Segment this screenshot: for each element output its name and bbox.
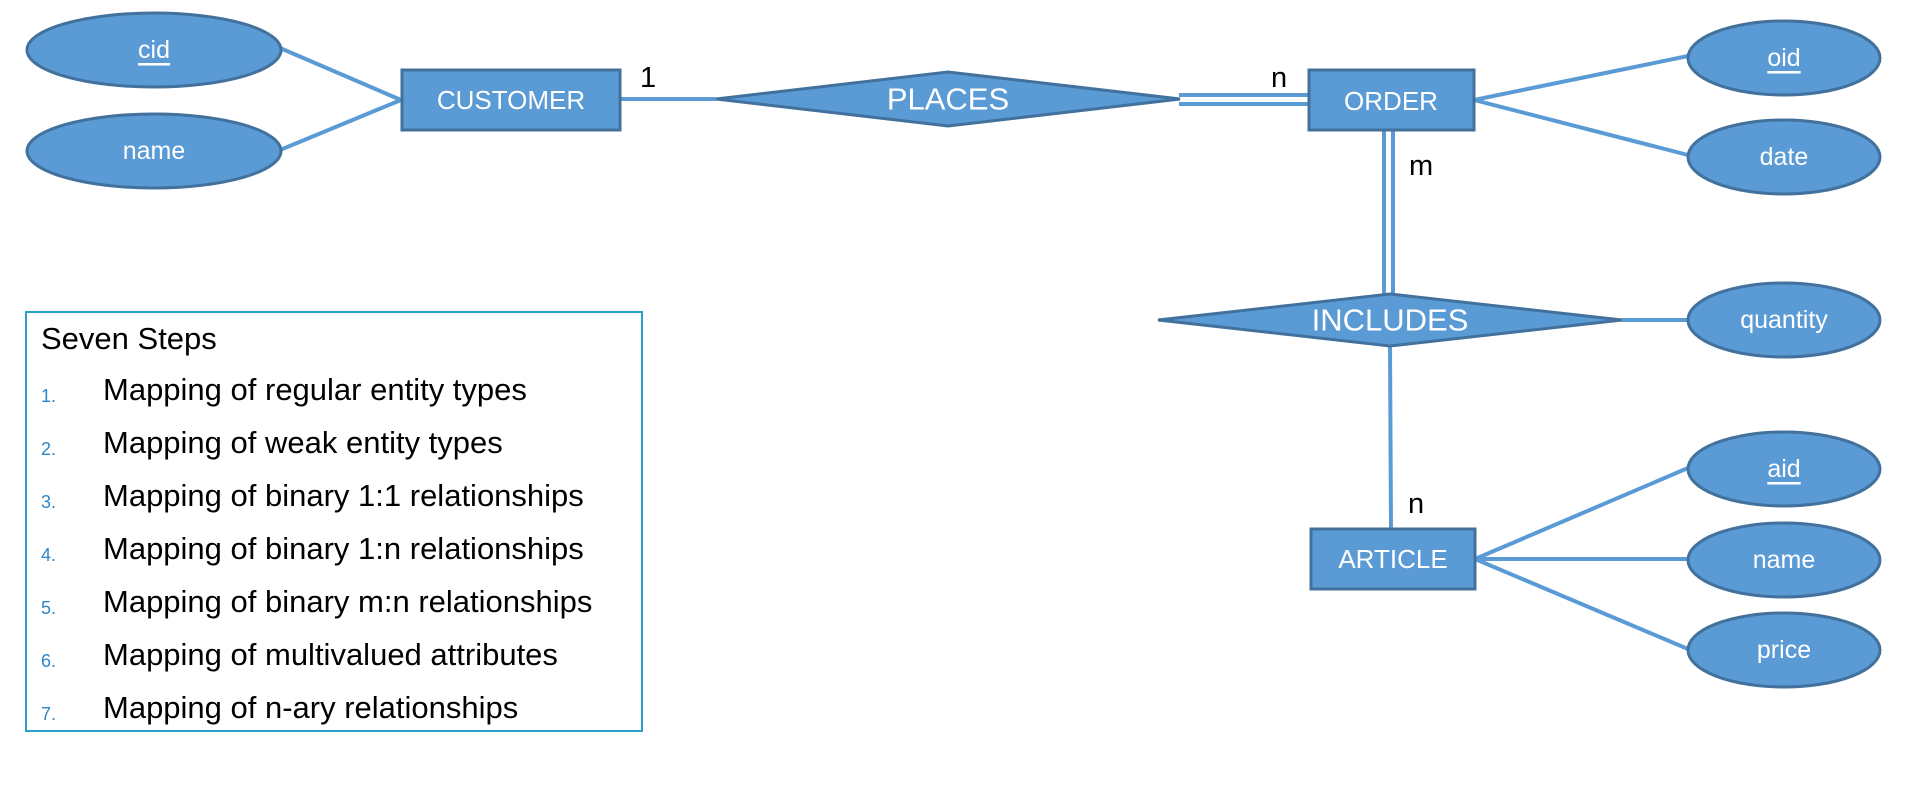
cardinality-order-includes: m (1409, 150, 1433, 182)
entity-article-label: ARTICLE (1338, 544, 1447, 574)
attr-date-label: date (1760, 143, 1809, 171)
step-number: 1. (41, 386, 57, 406)
cardinality-customer-places: 1 (640, 62, 656, 94)
entity-order-box (1307, 68, 1476, 132)
attr-customer-name-ellipse (25, 112, 283, 190)
attr-article-name-ellipse (1686, 521, 1882, 599)
step-number: 2. (41, 439, 57, 459)
attr-oid-label: oid (1767, 44, 1800, 72)
seven-steps-box: Seven Steps 1. Mapping of regular entity… (25, 311, 643, 732)
step-text: Mapping of multivalued attributes (103, 637, 558, 672)
attr-oid-ellipse (1686, 19, 1882, 97)
step-text: Mapping of binary 1:1 relationships (103, 478, 584, 513)
entity-customer-label: CUSTOMER (437, 85, 585, 115)
connector-cid-customer (279, 46, 402, 102)
connector-order-date (1473, 98, 1689, 157)
step-number: 3. (41, 492, 57, 512)
cardinality-article-includes: n (1408, 488, 1424, 520)
connector-article-aid (1474, 466, 1689, 561)
relationship-places-label: PLACES (887, 82, 1009, 117)
step-text: Mapping of n-ary relationships (103, 690, 519, 725)
attr-cid-ellipse (25, 11, 283, 89)
attr-price-ellipse (1686, 611, 1882, 689)
attr-aid-ellipse (1686, 430, 1882, 508)
attr-quantity-ellipse (1686, 281, 1882, 359)
attr-cid-label: cid (138, 36, 170, 64)
connector-order-oid (1473, 54, 1689, 102)
step-number: 6. (41, 651, 57, 671)
step-text: Mapping of binary 1:n relationships (103, 531, 584, 566)
step-number: 4. (41, 545, 57, 565)
entity-order-label: ORDER (1344, 86, 1438, 116)
relationship-includes-label: INCLUDES (1312, 303, 1469, 338)
connector-includes-article (1388, 345, 1393, 529)
step-text: Mapping of binary m:n relationships (103, 584, 593, 619)
relationship-includes-diamond (1157, 292, 1623, 348)
attr-quantity-label: quantity (1740, 306, 1828, 334)
entity-article-box (1309, 527, 1477, 591)
step-text: Mapping of regular entity types (103, 372, 527, 407)
connector-name-customer (279, 98, 402, 152)
step-text: Mapping of weak entity types (103, 425, 503, 460)
connector-article-price (1474, 557, 1689, 651)
steps-title: Seven Steps (41, 321, 217, 356)
attr-date-ellipse (1686, 118, 1882, 196)
attr-price-label: price (1757, 636, 1811, 664)
relationship-places-diamond (715, 70, 1181, 128)
entity-customer-box (400, 68, 622, 132)
cardinality-order-places: n (1271, 62, 1287, 94)
step-number: 5. (41, 598, 57, 618)
attr-aid-label: aid (1767, 455, 1800, 483)
attr-article-name-label: name (1753, 546, 1816, 574)
step-number: 7. (41, 704, 57, 724)
attr-customer-name-label: name (123, 137, 186, 165)
